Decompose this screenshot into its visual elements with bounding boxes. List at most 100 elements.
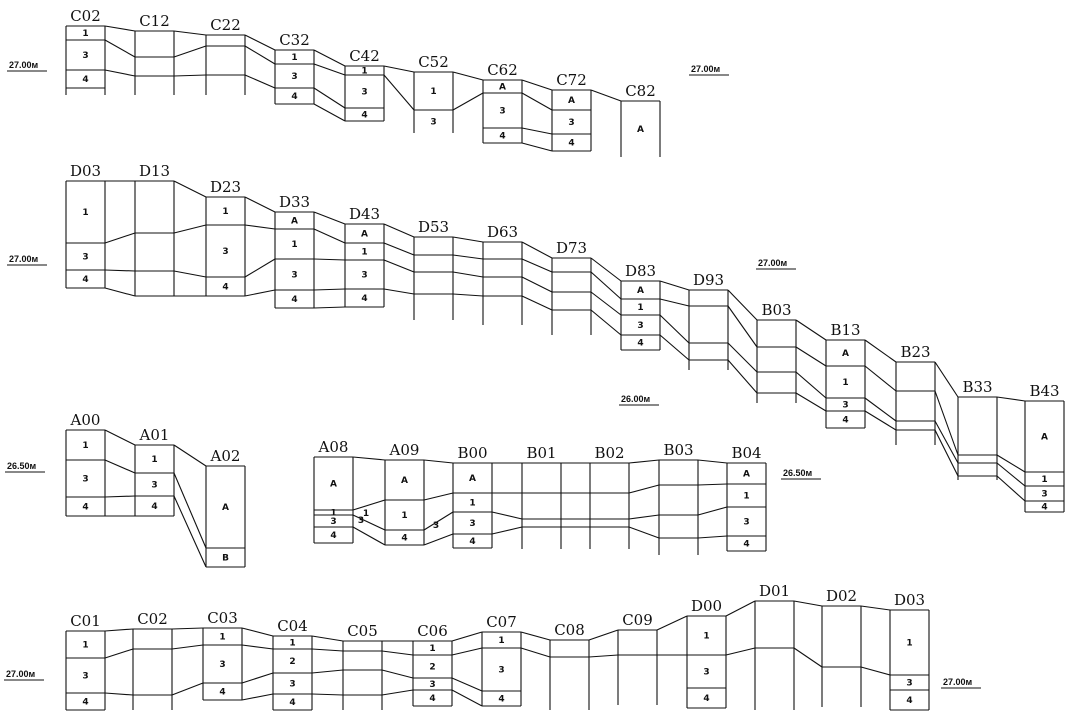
layer-label: 1 <box>498 636 504 646</box>
correlation-line <box>383 259 415 273</box>
elevation-marker: 27.00м <box>7 60 47 72</box>
correlation-line <box>104 232 136 244</box>
borehole-column: D93 <box>688 271 729 370</box>
layer-label: 4 <box>1041 503 1047 513</box>
layer-label: 1 <box>289 639 295 649</box>
correlation-line <box>588 629 619 641</box>
correlation-line <box>423 492 454 501</box>
elevation-label: 26.50м <box>7 461 37 471</box>
layer-label: 4 <box>82 75 88 85</box>
correlation-line <box>521 295 553 311</box>
borehole-label: B13 <box>830 321 860 339</box>
correlation-line <box>423 459 454 464</box>
correlation-line <box>656 615 688 631</box>
layer-label: 3 <box>1041 490 1047 500</box>
borehole-column: C02 <box>132 610 173 710</box>
layer-label: 1 <box>219 633 225 643</box>
elevation-marker: 27.00м <box>756 258 796 270</box>
correlation-line <box>313 87 346 109</box>
borehole-label: D53 <box>418 218 449 236</box>
correlation-line <box>313 228 346 244</box>
correlation-line <box>795 319 827 341</box>
correlation-line <box>727 342 758 373</box>
elevation-label: 26.50м <box>783 468 813 478</box>
layer-label: 2 <box>289 657 295 667</box>
correlation-line <box>628 459 660 464</box>
layer-label: 3 <box>637 321 643 331</box>
correlation-line <box>628 514 660 520</box>
layer-label: 4 <box>82 503 88 513</box>
correlation-line <box>104 495 136 498</box>
correlation-line <box>313 258 346 261</box>
borehole-label: B03 <box>663 441 693 459</box>
correlation-line <box>173 444 207 467</box>
layer-label: 3 <box>703 668 709 678</box>
borehole-column: B23 <box>895 343 936 445</box>
borehole-column: B03 <box>756 301 797 403</box>
layer-label: 4 <box>498 695 504 705</box>
correlation-line <box>521 92 553 111</box>
correlation-line <box>590 309 622 336</box>
layer-label: 1 <box>361 248 367 258</box>
correlation-line <box>383 74 415 111</box>
correlation-line <box>521 276 553 293</box>
layer-label: B <box>222 554 229 564</box>
layer-label: 4 <box>330 531 336 541</box>
elevation-marker: 27.00м <box>689 64 729 76</box>
layer-label: A <box>222 503 229 513</box>
borehole-label: C09 <box>622 611 653 629</box>
correlation-line <box>860 605 891 611</box>
layer-label: 1 <box>330 509 336 519</box>
layer-label: 4 <box>151 502 157 512</box>
borehole-column: B01 <box>521 444 562 549</box>
correlation-line <box>383 223 415 238</box>
correlation-line <box>104 692 134 696</box>
gap-layer-label: 1 <box>363 509 369 519</box>
correlation-line <box>313 288 346 291</box>
elevation-marker: 27.00м <box>941 677 981 689</box>
layer-label: 3 <box>330 517 336 527</box>
borehole-label: C01 <box>70 612 101 630</box>
correlation-line <box>244 74 276 89</box>
layer-label: 3 <box>289 680 295 690</box>
correlation-line <box>171 627 204 630</box>
layer-label: A <box>568 96 575 106</box>
layer-label: 3 <box>361 88 367 98</box>
correlation-line <box>173 30 207 36</box>
borehole-label: C04 <box>277 617 308 635</box>
layer-label: A <box>469 474 476 484</box>
borehole-label: C72 <box>556 71 587 89</box>
correlation-line <box>452 236 484 243</box>
correlation-line <box>173 224 207 234</box>
borehole-column: B33 <box>957 378 998 480</box>
correlation-line <box>996 396 1026 402</box>
elevation-marker: 26.50м <box>5 461 45 473</box>
correlation-line <box>104 459 136 474</box>
borehole-label: D63 <box>487 223 518 241</box>
correlation-line <box>521 79 553 91</box>
correlation-line <box>171 644 204 650</box>
layer-label: 3 <box>743 518 749 528</box>
correlation-line <box>313 103 346 122</box>
correlation-line <box>628 526 660 539</box>
correlation-line <box>171 682 204 696</box>
layer-label: 1 <box>637 303 643 313</box>
correlation-line <box>697 535 728 539</box>
layer-label: 1 <box>1041 475 1047 485</box>
correlation-line <box>521 258 553 273</box>
layer-label: 1 <box>906 639 912 649</box>
